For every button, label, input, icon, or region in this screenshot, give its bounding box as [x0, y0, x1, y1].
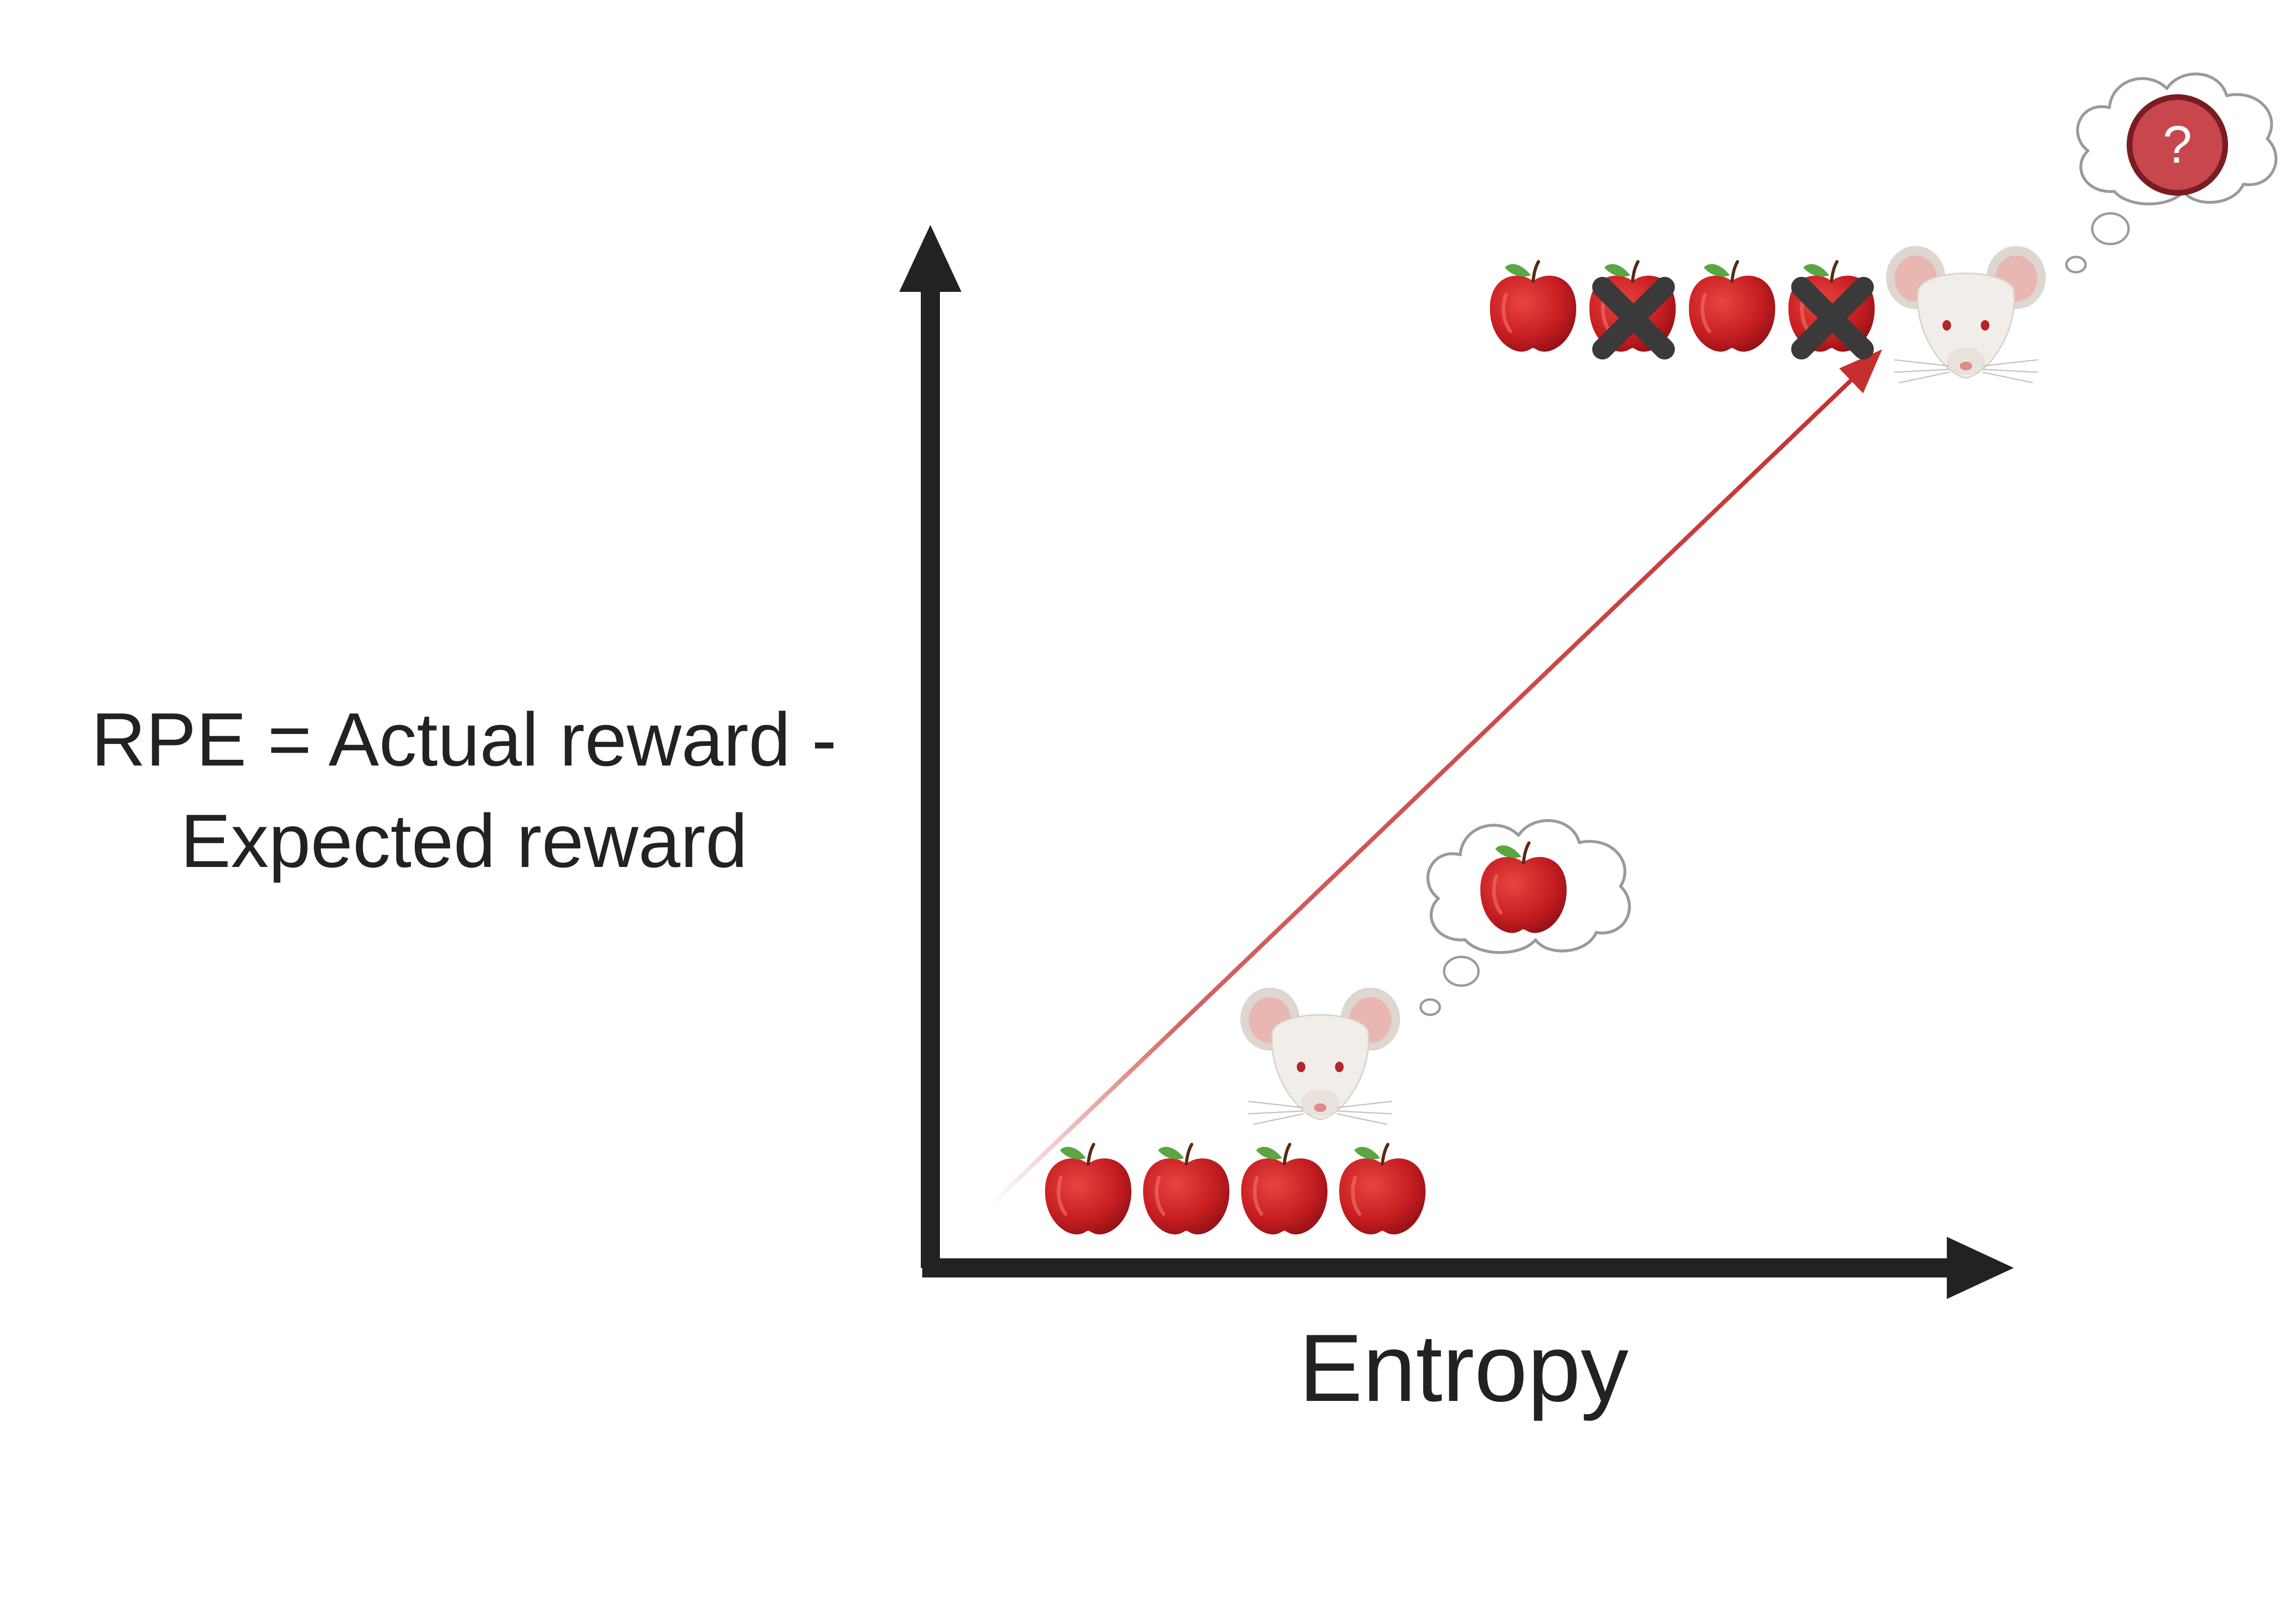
thought-bubble-icon: ? [2065, 74, 2276, 274]
y-axis-label: RPE = Actual reward - Expected reward [57, 689, 871, 892]
apple-icon [1045, 1144, 1132, 1234]
trend-arrow [988, 349, 1882, 1208]
apple-icon [1143, 1144, 1230, 1234]
mouse-icon [1885, 245, 2047, 384]
thought-bubble-icon [1419, 821, 1629, 1016]
arrow-head [1839, 349, 1882, 393]
x-axis-label: Entropy [1299, 1315, 1629, 1421]
question-mark-icon [2127, 94, 2228, 196]
high-entropy-scene: ? [1490, 74, 2276, 384]
apple-icon [1241, 1144, 1328, 1234]
axes [899, 225, 2014, 1299]
apple-icon [1689, 262, 1776, 352]
mouse-icon [1239, 987, 1401, 1125]
low-entropy-scene [1045, 821, 1630, 1234]
apple-icon [1490, 262, 1577, 352]
arrow-icon [988, 373, 1858, 1208]
apple-icon [1339, 1144, 1426, 1234]
y-axis-label-line2: Expected reward [180, 799, 748, 883]
question-mark-text: ? [2163, 115, 2192, 174]
y-axis-arrowhead [899, 225, 961, 292]
y-axis-label-line1: RPE = Actual reward - [91, 698, 837, 782]
x-axis-arrowhead [1947, 1237, 2014, 1299]
